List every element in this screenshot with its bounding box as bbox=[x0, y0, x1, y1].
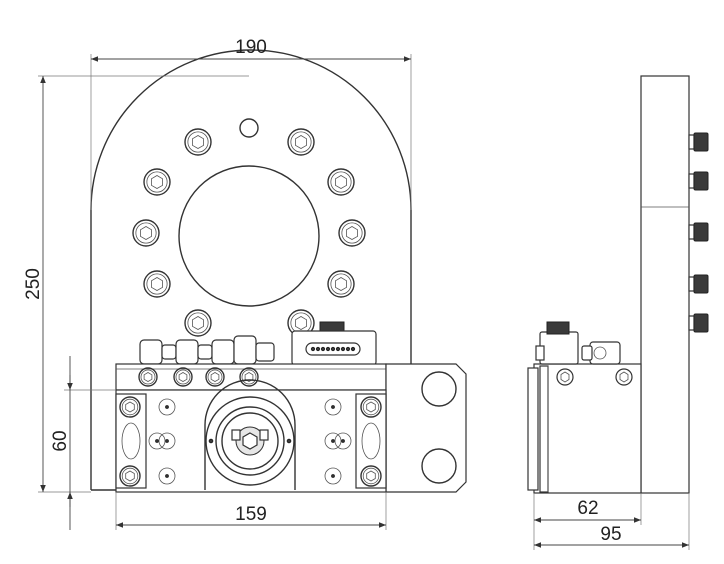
body-screw bbox=[119, 465, 141, 487]
dimension-height-left bbox=[38, 75, 249, 493]
connector-pin bbox=[350, 346, 356, 352]
bracket-hole-top bbox=[421, 371, 457, 407]
main-plate-outline bbox=[90, 49, 412, 490]
connector-pin bbox=[335, 346, 341, 352]
side-bolt-head bbox=[688, 132, 709, 152]
dimension-side-short bbox=[533, 493, 642, 550]
body-screw bbox=[360, 396, 382, 418]
electrical-connector bbox=[291, 321, 377, 366]
side-screw-left bbox=[556, 368, 574, 386]
top-pin-hole bbox=[239, 118, 259, 138]
body-hole bbox=[158, 398, 176, 416]
center-bore bbox=[178, 165, 320, 307]
side-plate bbox=[640, 75, 690, 494]
strip-screw bbox=[239, 367, 259, 387]
body-hole bbox=[324, 398, 342, 416]
dimension-250-label: 250 bbox=[23, 268, 44, 300]
side-connector bbox=[539, 331, 579, 365]
pneumatic-fittings bbox=[139, 335, 275, 365]
dimension-side-total bbox=[534, 493, 690, 550]
strip-screw bbox=[205, 367, 225, 387]
strip-screw bbox=[173, 367, 193, 387]
body-hole bbox=[148, 432, 166, 450]
central-coupling bbox=[204, 379, 296, 490]
bolt-socket bbox=[184, 309, 212, 337]
dimension-62-label: 62 bbox=[577, 498, 598, 519]
side-screw-right bbox=[615, 368, 633, 386]
side-bolt-head bbox=[688, 171, 709, 191]
bolt-socket bbox=[143, 270, 171, 298]
bolt-socket bbox=[327, 168, 355, 196]
bracket-hole-bottom bbox=[421, 448, 457, 484]
dimension-95-label: 95 bbox=[600, 524, 621, 545]
body-hole bbox=[158, 432, 176, 450]
bolt-socket bbox=[327, 270, 355, 298]
dimension-height-lower bbox=[64, 356, 116, 530]
body-screw bbox=[360, 465, 382, 487]
dimension-190-label: 190 bbox=[235, 37, 267, 58]
bolt-socket bbox=[132, 219, 160, 247]
side-fitting bbox=[589, 341, 621, 365]
body-hole bbox=[158, 467, 176, 485]
valve-strip-screws bbox=[138, 367, 259, 387]
side-view: 62 95 bbox=[527, 75, 709, 550]
body-hole bbox=[334, 432, 352, 450]
connector-pin bbox=[320, 346, 326, 352]
bolt-socket bbox=[287, 128, 315, 156]
bolt-pattern bbox=[132, 128, 366, 337]
dimension-width-bottom bbox=[115, 492, 387, 530]
side-bolt-head bbox=[688, 313, 709, 333]
body-hole bbox=[324, 432, 342, 450]
bolt-socket bbox=[338, 219, 366, 247]
body-screw bbox=[119, 396, 141, 418]
side-bolt-head bbox=[688, 222, 709, 242]
strip-screw bbox=[138, 367, 158, 387]
connector-pin bbox=[325, 346, 331, 352]
connector-pin bbox=[315, 346, 321, 352]
connector-pin bbox=[345, 346, 351, 352]
dimension-159-label: 159 bbox=[235, 504, 267, 525]
connector-pin bbox=[330, 346, 336, 352]
bolt-socket bbox=[143, 168, 171, 196]
side-bolt-head bbox=[688, 274, 709, 294]
front-view: 190 250 60 159 bbox=[23, 37, 467, 530]
dimension-60-label: 60 bbox=[50, 430, 71, 451]
body-hole bbox=[324, 467, 342, 485]
dimension-width-top bbox=[90, 54, 412, 210]
connector-pin bbox=[340, 346, 346, 352]
connector-pin bbox=[310, 346, 316, 352]
bolt-socket bbox=[184, 128, 212, 156]
